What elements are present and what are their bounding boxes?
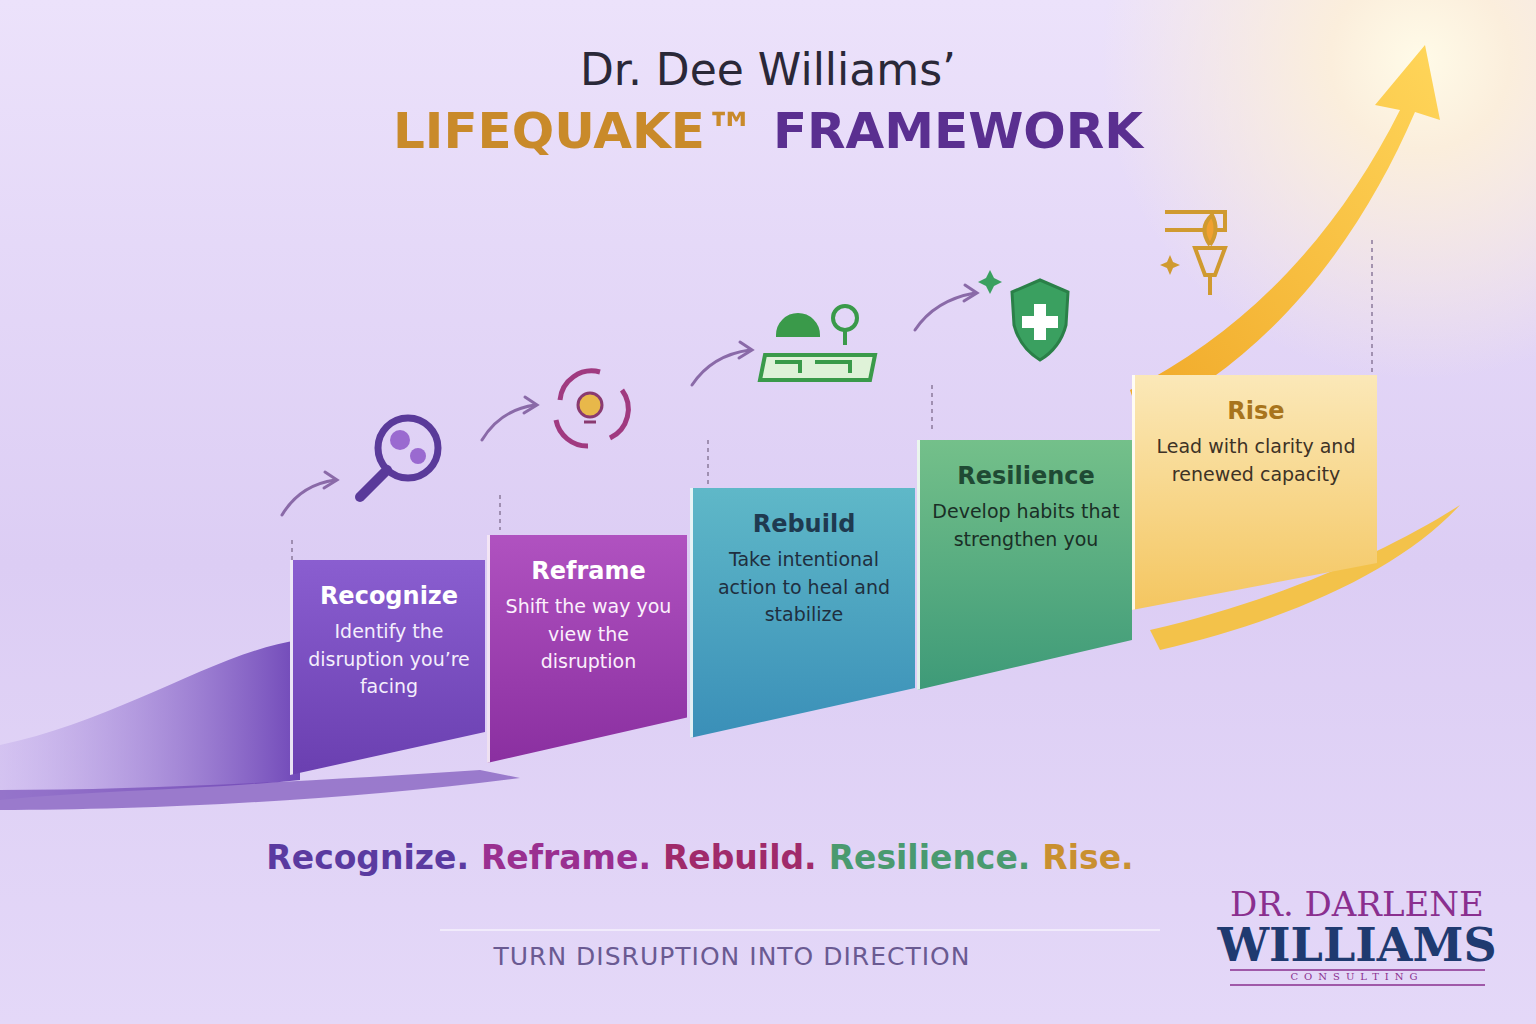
logo-surname: WILLIAMS <box>1217 918 1496 972</box>
step-heading: Recognize <box>305 582 473 610</box>
step-description: Identify the disruption you’re facing <box>305 618 473 701</box>
rise-arrow <box>1130 45 1440 420</box>
step-description: Develop habits that strengthen you <box>932 498 1120 553</box>
blueprint-icon <box>760 306 875 380</box>
title-word: FRAMEWORK <box>773 102 1143 160</box>
magnifier-icon <box>360 418 438 497</box>
tagline-word: Recognize. <box>266 838 469 877</box>
ribbon-edge <box>0 770 520 810</box>
shield-icon <box>978 270 1068 360</box>
tagline-word: Rise. <box>1042 838 1133 877</box>
step-description: Take intentional action to heal and stab… <box>705 546 903 629</box>
step-panel: ReframeShift the way you view the disrup… <box>487 535 687 763</box>
title-brand: LIFEQUAKE™ <box>393 102 755 160</box>
step-arrows <box>282 285 977 515</box>
torch-icon <box>1160 212 1225 295</box>
title: Dr. Dee Williams’ <box>580 44 956 95</box>
step-heading: Resilience <box>932 462 1120 490</box>
tagline-word: Reframe. <box>481 838 651 877</box>
step-heading: Rebuild <box>705 510 903 538</box>
step-panel: RebuildTake intentional action to heal a… <box>690 488 915 738</box>
step-heading: Reframe <box>502 557 675 585</box>
logo-tagline: CONSULTING <box>1290 971 1423 982</box>
step-panel: RecognizeIdentify the disruption you’re … <box>290 560 485 775</box>
tagline-word: Rebuild. <box>663 838 817 877</box>
step-panel: ResilienceDevelop habits that strengthen… <box>917 440 1132 690</box>
step-heading: Rise <box>1147 397 1365 425</box>
reframe-icon <box>556 371 628 446</box>
step-description: Lead with clarity and renewed capacity <box>1147 433 1365 488</box>
ribbon-tail <box>0 640 300 800</box>
tagline-word: Resilience. <box>829 838 1031 877</box>
step-description: Shift the way you view the disruption <box>502 593 675 676</box>
caption: TURN DISRUPTION INTO DIRECTION <box>493 942 970 971</box>
